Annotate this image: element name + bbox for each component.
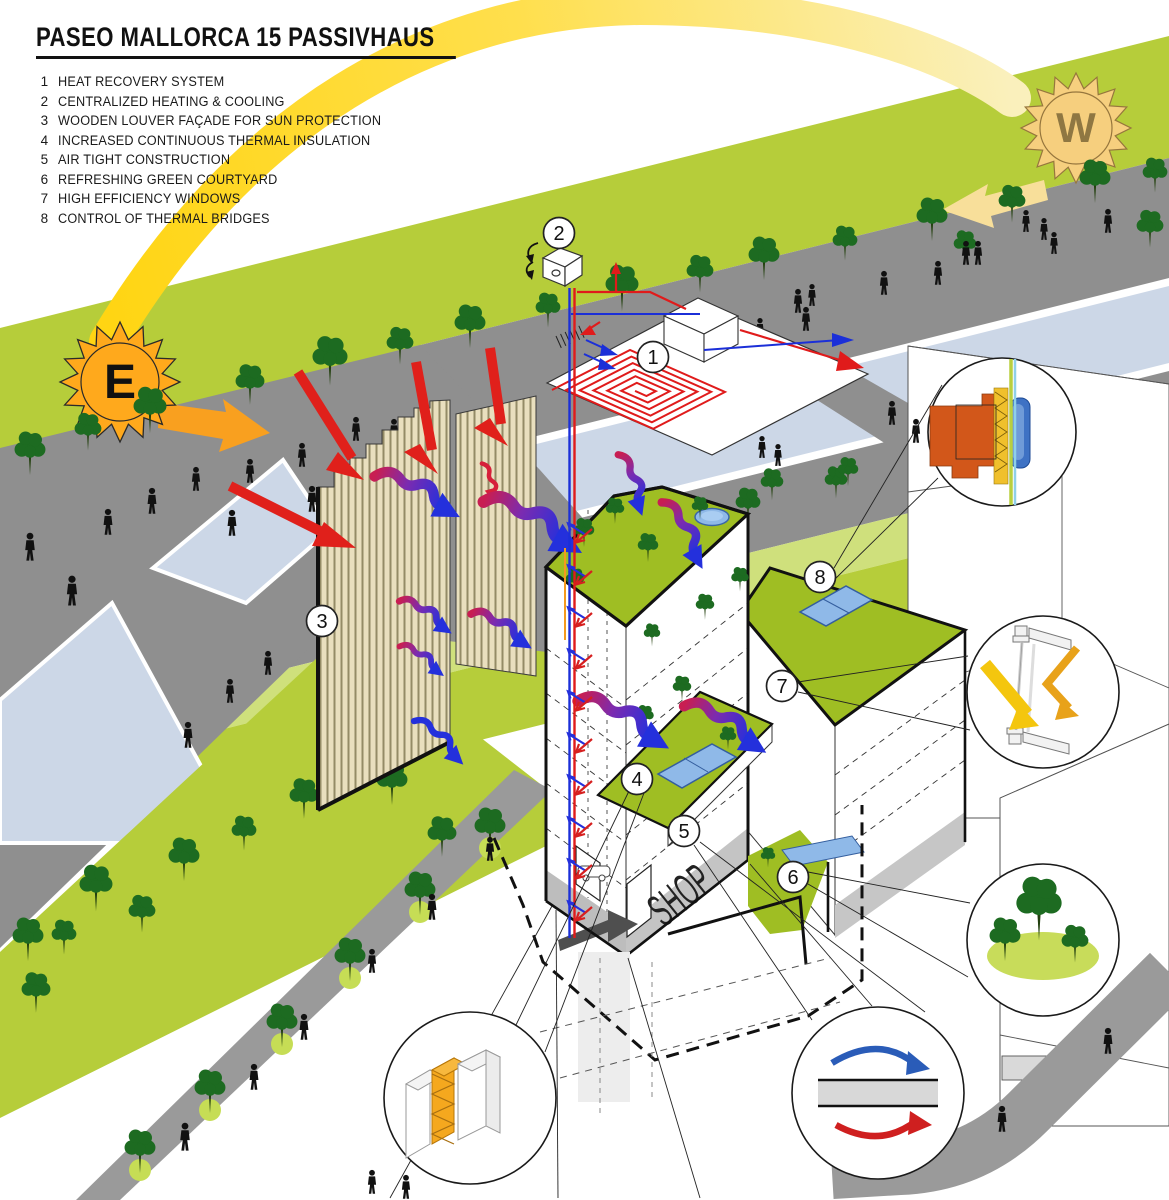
park-strip-north [0, 36, 1169, 450]
fresh-air-arrow [566, 647, 587, 662]
pedestrian-path [76, 770, 552, 1200]
callout-5: 5 [667, 814, 701, 848]
person-icon [367, 1169, 377, 1194]
detail-high-efficiency-window [966, 615, 1120, 769]
svg-text:3: 3 [316, 611, 327, 633]
heating-supply-arrow [574, 822, 593, 839]
detail-air-tightness [791, 1006, 965, 1180]
sun-path-arc [89, 0, 1031, 361]
callout-7: 7 [765, 669, 799, 703]
east-sun-label: E [104, 356, 136, 409]
floor-line [545, 692, 627, 754]
heating-supply-arrow [574, 654, 593, 671]
person-icon [401, 1174, 411, 1199]
detail-thermal-insulation [383, 1011, 557, 1185]
fresh-air-arrow [566, 899, 587, 914]
floor-line [625, 602, 749, 701]
heating-supply-arrow [574, 612, 593, 629]
floor-line [834, 679, 966, 776]
fresh-air-arrow [566, 773, 587, 788]
right-volume-base [835, 812, 965, 938]
fresh-air-arrow [566, 689, 587, 704]
heating-supply-arrow [574, 906, 593, 923]
svg-text:5: 5 [678, 821, 689, 843]
svg-text:1: 1 [647, 347, 658, 369]
floor-line [545, 782, 627, 844]
callout-1: 1 [636, 340, 670, 374]
site-lines [492, 805, 864, 1118]
courtyard-water [781, 835, 865, 867]
page-title: PASEO MALLORCA 15 PASSIVHAUS [36, 22, 456, 59]
title-block: PASEO MALLORCA 15 PASSIVHAUS [36, 22, 548, 59]
callout-8: 8 [803, 560, 837, 594]
underfloor-heating-coil [552, 350, 725, 432]
sun-ray-arrows [227, 347, 508, 548]
svg-text:4: 4 [631, 769, 642, 791]
heating-supply-arrow [574, 696, 593, 713]
callout-3: 3 [305, 604, 339, 638]
callout-4: 4 [620, 762, 654, 796]
heat-recovery-system [545, 262, 870, 456]
svg-text:8: 8 [814, 567, 825, 589]
hvac-rooftop-unit [525, 242, 584, 288]
floor-line [834, 719, 966, 816]
svg-text:7: 7 [776, 676, 787, 698]
svg-text:6: 6 [787, 867, 798, 889]
floor-line [545, 737, 627, 799]
main-building: SHOP [543, 485, 969, 965]
skylight-oval [694, 507, 730, 527]
heating-supply-arrow [574, 864, 593, 881]
leader-lines [389, 384, 971, 1199]
shop-band-right [626, 828, 748, 956]
louver-panel-right [455, 395, 537, 677]
west-sun: W [1019, 71, 1133, 185]
svg-text:2: 2 [553, 223, 564, 245]
fresh-air-arrow [566, 857, 587, 872]
detail-green-courtyard [966, 863, 1120, 1017]
heating-supply-arrow [574, 528, 593, 545]
skylight-courtyard-roof [656, 743, 738, 789]
east-sun-arrow [158, 399, 270, 452]
callout-6: 6 [776, 860, 810, 894]
heating-supply-arrow [574, 570, 593, 587]
heating-supply-arrow [574, 780, 593, 797]
fresh-air-arrow [566, 731, 587, 746]
entrance-arrow [558, 910, 638, 951]
fresh-air-arrow [566, 605, 587, 620]
floor-supply-arrows [566, 521, 593, 923]
floor-line [834, 759, 966, 856]
louver-facade [316, 395, 537, 812]
floor-line [545, 647, 627, 709]
detail-thermal-bridge [927, 357, 1077, 507]
fresh-air-arrow [566, 521, 587, 536]
fresh-air-arrow [566, 563, 587, 578]
skylight-thermal-bridge [798, 585, 874, 627]
callout-2: 2 [542, 216, 576, 250]
callout-markers: 1 2 3 4 5 6 7 8 [305, 216, 837, 894]
west-sun-label: W [1056, 104, 1096, 151]
fresh-air-arrow [566, 815, 587, 830]
heating-supply-arrow [574, 738, 593, 755]
